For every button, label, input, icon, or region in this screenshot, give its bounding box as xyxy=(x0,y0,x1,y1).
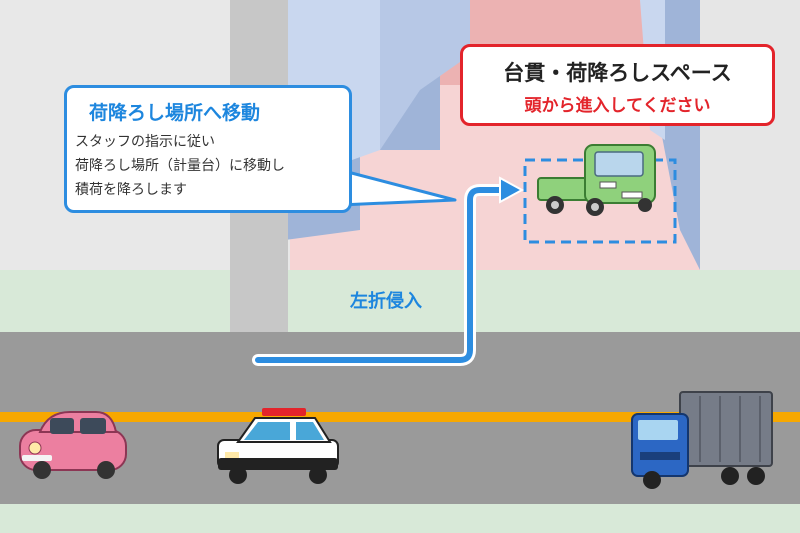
instruction-line: スタッフの指示に従い xyxy=(75,134,215,150)
building-roof xyxy=(380,0,470,150)
sidewalk-lower xyxy=(0,504,800,533)
sidewalk-upper xyxy=(0,270,800,332)
green-kei-truck-icon xyxy=(537,144,656,216)
unloading-space-subtitle: 頭から進入してください xyxy=(524,96,711,116)
blue-delivery-truck-icon xyxy=(631,391,773,489)
instruction-callout: 荷降ろし場所へ移動 スタッフの指示に従い 荷降ろし場所（計量台）に移動し 積荷を… xyxy=(64,85,352,213)
side-lot xyxy=(700,0,800,270)
driveway-crossing xyxy=(230,270,288,332)
instruction-line: 積荷を降ろします xyxy=(75,182,187,198)
unloading-space-callout: 台貫・荷降ろしスペース 頭から進入してください xyxy=(460,44,775,126)
unloading-space-title: 台貫・荷降ろしスペース xyxy=(503,61,732,85)
route-label: 左折侵入 xyxy=(350,291,422,312)
route-arrow-head xyxy=(499,176,525,204)
route-arrow xyxy=(255,187,508,363)
parking-space-box xyxy=(523,158,677,244)
instruction-line: 荷降ろし場所（計量台）に移動し xyxy=(75,158,285,174)
instruction-body: スタッフの指示に従い 荷降ろし場所（計量台）に移動し 積荷を降ろします xyxy=(75,130,355,202)
police-car-icon xyxy=(217,408,339,484)
instruction-title: 荷降ろし場所へ移動 xyxy=(89,102,261,124)
center-line xyxy=(0,412,800,422)
pink-car-icon xyxy=(19,411,127,479)
